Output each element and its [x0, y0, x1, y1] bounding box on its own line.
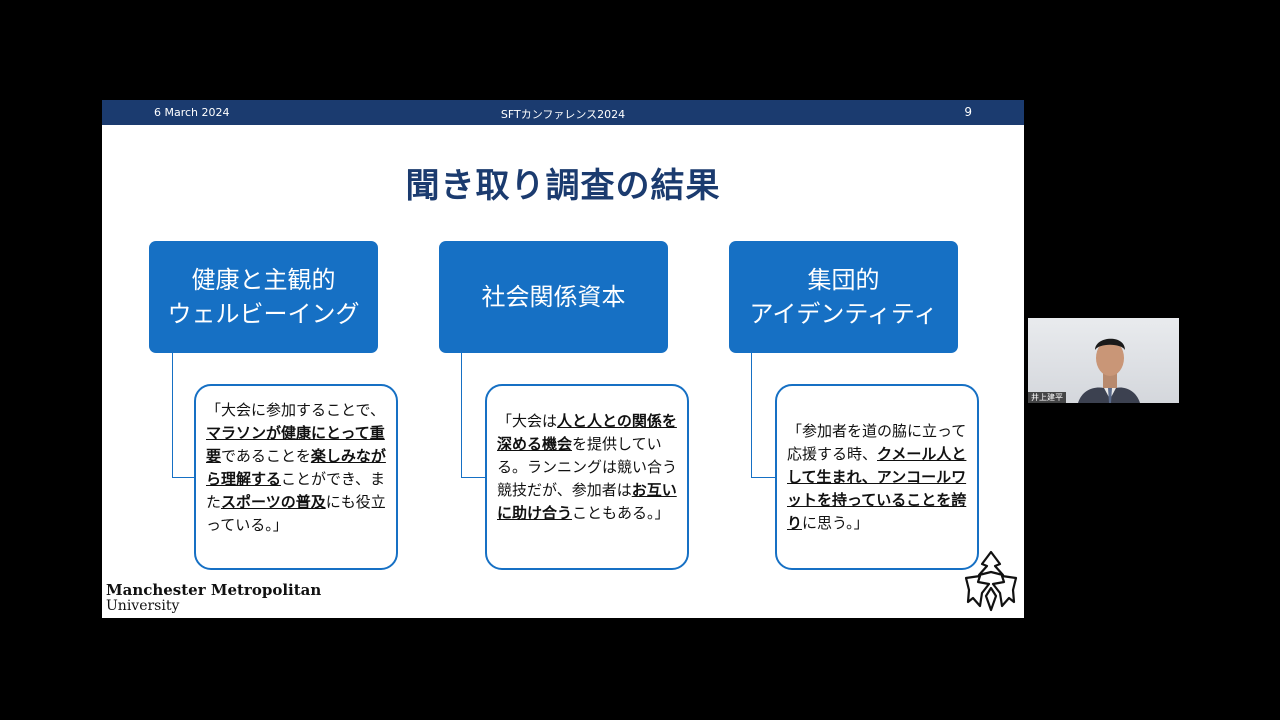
category-social-capital: 社会関係資本	[439, 241, 668, 353]
category-label: 健康と主観的	[191, 266, 336, 294]
participant-video-thumbnail[interactable]: 井上建平	[1028, 318, 1179, 403]
quote-text: を提供している。ランニングは競い合う競技だが、参加者は	[497, 435, 678, 499]
connector-line	[172, 477, 194, 478]
quote-emphasis: 人と人との関係を深める機会	[497, 412, 677, 453]
category-label: ウェルビーイング	[167, 300, 360, 328]
category-collective-identity: 集団的 アイデンティティ	[729, 241, 958, 353]
connector-line	[751, 353, 752, 478]
participant-video-feed	[1078, 338, 1140, 403]
slide-header: 6 March 2024 SFTカンファレンス2024 9	[102, 100, 1024, 125]
logo-line: University	[106, 598, 180, 614]
category-label: アイデンティティ	[749, 300, 938, 328]
category-label: 社会関係資本	[481, 283, 626, 311]
quote-box-social-capital: 「大会は人と人との関係を深める機会を提供している。ランニングは競い合う競技だが、…	[485, 384, 689, 570]
category-wellbeing: 健康と主観的 ウェルビーイング	[149, 241, 378, 353]
quote-box-collective-identity: 「参加者を道の脇に立って応援する時、クメール人として生まれ、アンコールワットを持…	[775, 384, 979, 570]
quote-emphasis: スポーツの普及	[221, 493, 326, 511]
presentation-slide: 6 March 2024 SFTカンファレンス2024 9 聞き取り調査の結果 …	[102, 100, 1024, 618]
quote-emphasis: クメール人として生まれ、アンコールワットを持っていることを誇り	[787, 445, 967, 532]
slide-date: 6 March 2024	[154, 106, 230, 119]
university-logo: Manchester Metropolitan University	[106, 582, 321, 614]
conference-name: SFTカンファレンス2024	[500, 108, 626, 121]
slide-page-number: 9	[964, 105, 972, 119]
connector-line	[172, 353, 173, 478]
quote-emphasis: お互いに助け合う	[497, 481, 677, 522]
quote-text: こともある。」	[572, 504, 670, 522]
quote-text: ことができ、また	[206, 470, 385, 511]
connector-line	[461, 477, 485, 478]
connector-line	[751, 477, 775, 478]
quote-text: 「大会に参加することで、	[206, 401, 385, 419]
quote-text: に思う。」	[802, 514, 869, 532]
quote-emphasis: マラソンが健康にとって重要	[206, 424, 385, 465]
quote-box-wellbeing: 「大会に参加することで、マラソンが健康にとって重要であることを楽しみながら理解す…	[194, 384, 398, 570]
quote-text: 「参加者を道の脇に立って応援する時、	[787, 422, 967, 463]
quote-text: 「大会は	[497, 412, 558, 430]
quote-text: であることを	[221, 447, 311, 465]
category-label: 集団的	[807, 266, 880, 294]
slide-title: 聞き取り調査の結果	[405, 166, 721, 206]
quote-text: にも役立っている。」	[206, 493, 386, 534]
quote-emphasis: 楽しみながら理解する	[206, 447, 386, 488]
university-crest-icon	[964, 550, 1018, 612]
connector-line	[461, 353, 462, 478]
logo-line: Manchester Metropolitan	[106, 581, 322, 599]
participant-name-label: 井上建平	[1028, 392, 1066, 403]
